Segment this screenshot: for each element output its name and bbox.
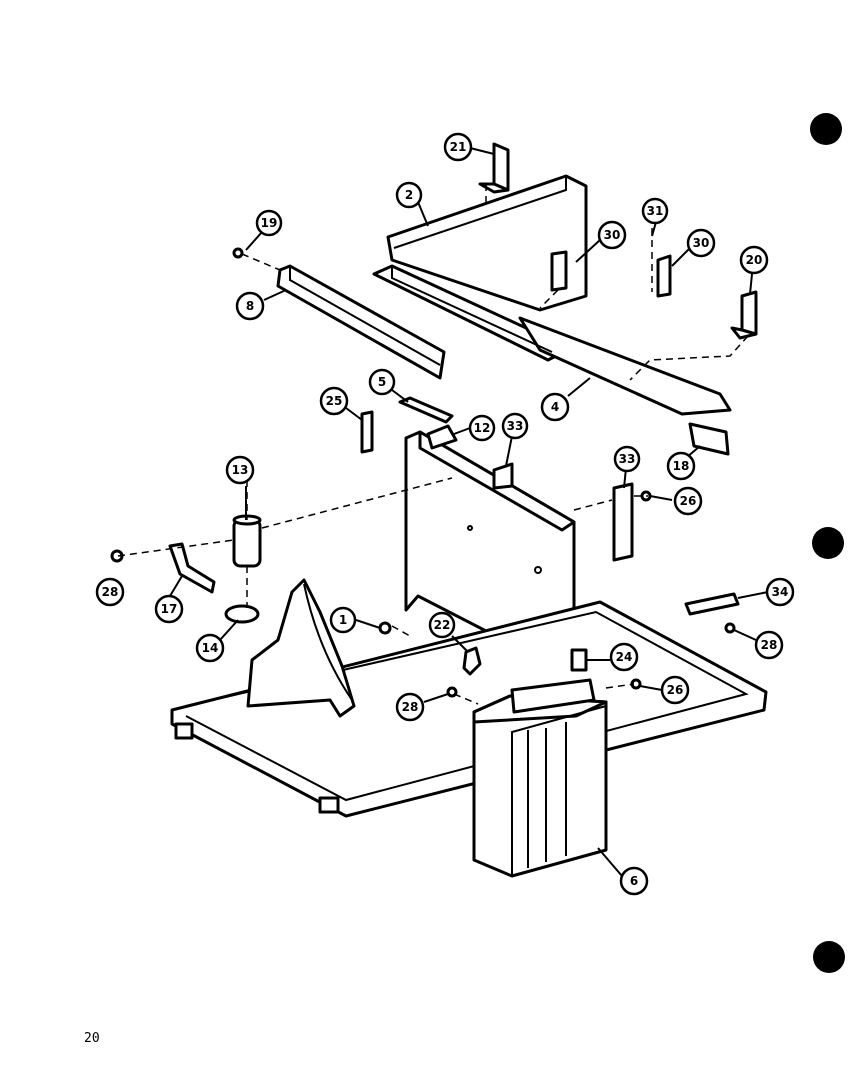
callout-26-side: 26 xyxy=(673,486,703,516)
channel-4 xyxy=(372,264,732,416)
screw-28-right xyxy=(724,622,736,634)
callout-2: 2 xyxy=(395,181,423,209)
strip-5 xyxy=(398,396,454,424)
clamp-14 xyxy=(224,604,260,624)
callout-label: 34 xyxy=(772,585,789,599)
rail-8 xyxy=(276,264,446,380)
bracket-24 xyxy=(570,648,588,672)
callout-label: 24 xyxy=(616,650,633,664)
callout-17: 17 xyxy=(154,594,184,624)
callout-31: 31 xyxy=(641,197,669,225)
callout-label: 1 xyxy=(339,613,347,627)
clip-20 xyxy=(730,290,758,340)
clip-30-right xyxy=(656,254,672,298)
callout-label: 18 xyxy=(673,459,690,473)
callout-6: 6 xyxy=(619,866,649,896)
callout-label: 26 xyxy=(667,683,684,697)
clip-12 xyxy=(426,424,458,450)
callout-24: 24 xyxy=(609,642,639,672)
fan-shroud xyxy=(246,578,356,718)
callout-label: 28 xyxy=(761,638,778,652)
bracket-22 xyxy=(462,646,482,676)
callout-14: 14 xyxy=(195,633,225,663)
callout-26-base: 26 xyxy=(660,675,690,705)
callout-30-right: 30 xyxy=(686,228,716,258)
callout-label: 28 xyxy=(402,700,419,714)
callout-label: 17 xyxy=(161,602,178,616)
bracket-25 xyxy=(360,410,374,454)
clip-30-left xyxy=(550,250,568,292)
base-pan xyxy=(170,600,768,818)
punch-hole-top xyxy=(810,113,842,145)
callout-label: 25 xyxy=(326,394,343,408)
callout-label: 30 xyxy=(693,236,710,250)
punch-hole-middle xyxy=(812,527,844,559)
callout-label: 12 xyxy=(474,421,491,435)
callout-label: 33 xyxy=(619,452,636,466)
callout-label: 30 xyxy=(604,228,621,242)
leader-lines xyxy=(169,147,769,877)
callout-19: 19 xyxy=(255,209,283,237)
top-panel-2 xyxy=(386,174,588,312)
capacitor-13 xyxy=(232,514,262,568)
air-box-6 xyxy=(472,678,608,878)
bracket-21 xyxy=(478,142,510,194)
callout-28-right: 28 xyxy=(754,630,784,660)
callout-22: 22 xyxy=(428,611,456,639)
callout-label: 21 xyxy=(450,140,467,154)
callout-label: 20 xyxy=(746,253,763,267)
callout-33-side: 33 xyxy=(613,445,641,473)
callout-label: 31 xyxy=(647,204,664,218)
callout-25: 25 xyxy=(319,386,349,416)
callout-33-top: 33 xyxy=(501,412,529,440)
callout-label: 22 xyxy=(434,618,451,632)
callout-label: 6 xyxy=(630,874,638,888)
callout-13: 13 xyxy=(225,455,255,485)
strap-17 xyxy=(168,542,216,594)
grommet-1 xyxy=(378,621,392,635)
bracket-34 xyxy=(684,592,740,616)
callout-label: 4 xyxy=(551,400,559,414)
callout-label: 8 xyxy=(246,299,254,313)
callout-label: 13 xyxy=(232,463,249,477)
callout-28-base: 28 xyxy=(395,692,425,722)
screw-19 xyxy=(232,247,244,259)
callout-18: 18 xyxy=(666,451,696,481)
page-number: 20 xyxy=(84,1031,100,1046)
callout-28-left: 28 xyxy=(95,577,125,607)
callout-label: 2 xyxy=(405,188,413,202)
callout-4: 4 xyxy=(540,392,570,422)
callout-5: 5 xyxy=(368,368,396,396)
callout-8: 8 xyxy=(235,291,265,321)
bracket-33-top xyxy=(492,462,514,490)
bracket-33-side xyxy=(612,482,634,562)
callout-label: 19 xyxy=(261,216,278,230)
callout-34: 34 xyxy=(765,577,795,607)
callout-label: 33 xyxy=(507,419,524,433)
callout-20: 20 xyxy=(739,245,769,275)
callout-label: 28 xyxy=(102,585,119,599)
callout-label: 26 xyxy=(680,494,697,508)
callout-label: 5 xyxy=(378,375,386,389)
punch-hole-bottom xyxy=(813,941,845,973)
callout-label: 14 xyxy=(202,641,219,655)
callout-1: 1 xyxy=(329,606,357,634)
callout-30-left: 30 xyxy=(597,220,627,250)
callout-21: 21 xyxy=(443,132,473,162)
callout-12: 12 xyxy=(468,414,496,442)
